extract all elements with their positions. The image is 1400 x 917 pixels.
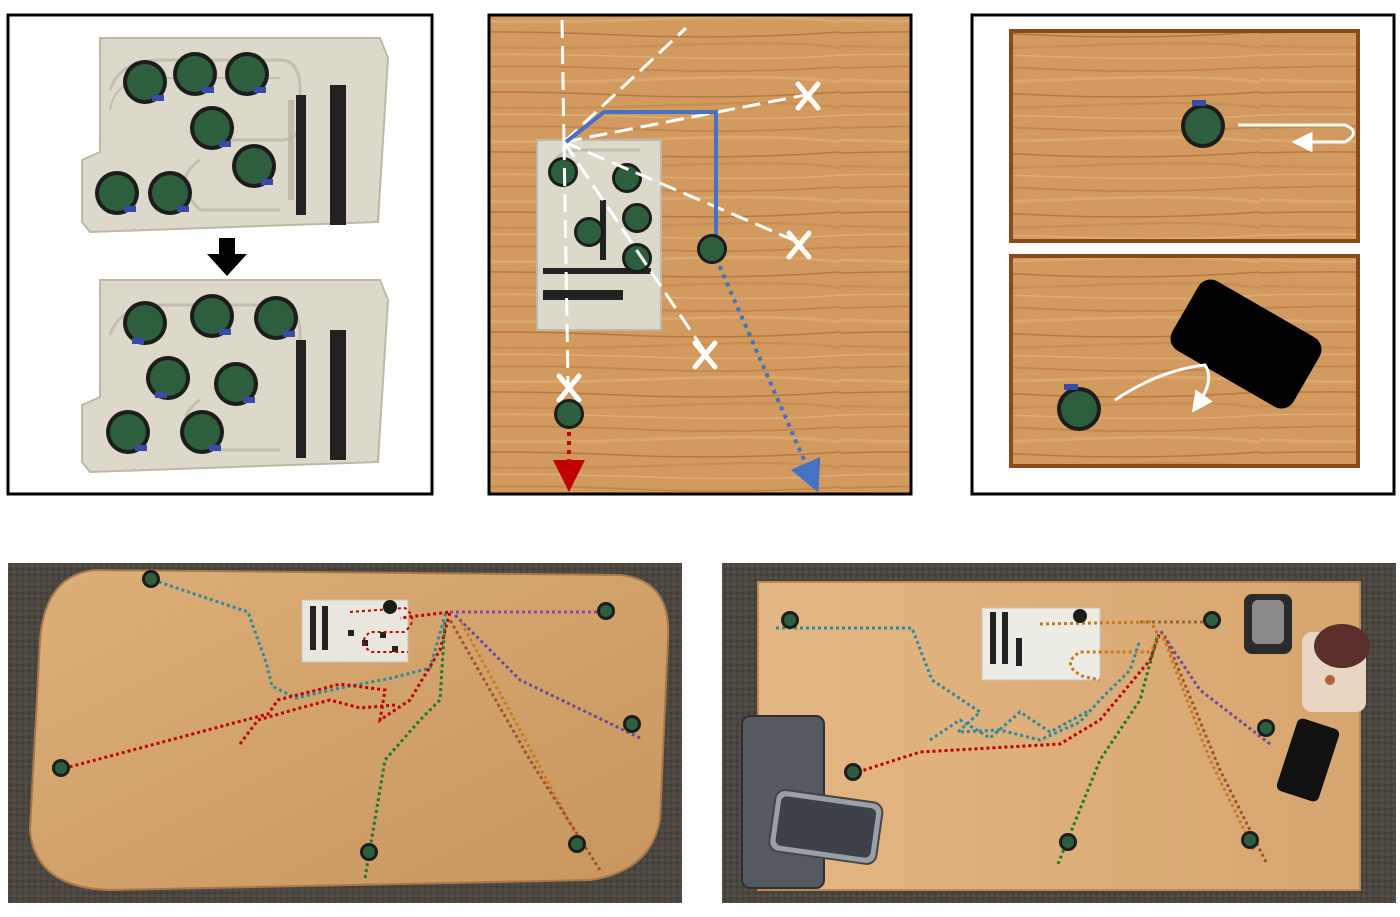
robot-icon [574, 217, 604, 247]
panel-cluttered-table [722, 563, 1396, 903]
robot-icon [360, 843, 378, 861]
trajectory-teal-2 [929, 708, 1091, 742]
robot-icon [180, 410, 224, 454]
trajectory-orange [458, 619, 582, 843]
robot-icon [1073, 609, 1087, 623]
robot-icon [622, 243, 652, 273]
robot-icon [142, 570, 160, 588]
robot-icon [844, 763, 862, 781]
trajectory-green [1056, 633, 1160, 865]
uturn-path [1238, 123, 1355, 153]
ray [562, 26, 688, 144]
phone [768, 789, 884, 865]
ray [563, 140, 799, 244]
trajectory-brown [448, 619, 602, 871]
trajectory-red [851, 631, 1162, 776]
ray [563, 93, 806, 144]
x-mark-icon [786, 230, 812, 260]
robot-icon [190, 106, 234, 150]
robot-icon [1241, 831, 1259, 849]
obstacle [1170, 279, 1322, 409]
tape-dispenser [1244, 594, 1292, 654]
planned-path [564, 110, 718, 238]
robot-icon [1059, 833, 1077, 851]
robot-icon [123, 301, 167, 345]
trajectory-purple [453, 613, 641, 740]
robot-icon [254, 296, 298, 340]
robot-icon [1057, 384, 1101, 431]
robot-group-top [95, 52, 276, 215]
robot-icon [232, 144, 276, 188]
robot-icon [52, 759, 70, 777]
panel-trajectory-planning [487, 13, 913, 496]
trajectory-red [57, 610, 453, 772]
x-mark-icon [556, 373, 582, 403]
wall-strip [296, 340, 306, 458]
panel-oval-table [8, 563, 682, 903]
robot-icon [173, 52, 217, 96]
robot-group-bottom [106, 294, 298, 454]
robot-icon [190, 294, 234, 338]
phone-black [1276, 718, 1340, 802]
robot-icon [1257, 719, 1275, 737]
robot-icon [214, 362, 258, 406]
panel-maneuvers [970, 13, 1396, 496]
robot-icon [148, 171, 192, 215]
candidate-rays [560, 17, 806, 385]
ray [560, 17, 566, 143]
trajectory-green [363, 619, 447, 879]
table-top [28, 568, 670, 892]
robot-icon [106, 410, 150, 454]
x-mark-icon [692, 340, 718, 370]
robot-icon [1203, 611, 1221, 629]
wall-strip [330, 330, 346, 460]
continued-path [714, 257, 821, 493]
robot-icon [568, 835, 586, 853]
robot-icon [95, 171, 139, 215]
robot-icon [123, 60, 167, 104]
avoid-path [1114, 363, 1213, 413]
down-arrow-icon [207, 238, 247, 276]
robot-icon [597, 602, 615, 620]
x-mark-icon [795, 81, 821, 111]
robot-icon [622, 203, 652, 233]
panel-docked-robots [6, 13, 434, 496]
robot-icon [697, 234, 727, 264]
robot-icon [781, 611, 799, 629]
trajectory-red-2 [238, 698, 396, 745]
robot-icon [383, 600, 397, 614]
wall-strip [330, 85, 346, 225]
trajectory-docking [349, 606, 414, 653]
trajectory-teal [776, 626, 1142, 742]
trajectory-teal [152, 578, 448, 700]
cup [1302, 624, 1370, 712]
robot-icon [623, 715, 641, 733]
robot-icon [554, 399, 584, 429]
wall-strip [296, 95, 306, 215]
trajectory-brown [1163, 635, 1268, 863]
robot-icon [146, 356, 190, 400]
robot-icon [1181, 100, 1225, 148]
robot-icon [225, 52, 269, 96]
ray [562, 141, 570, 385]
ray [562, 141, 707, 353]
robot-icon [612, 163, 642, 193]
